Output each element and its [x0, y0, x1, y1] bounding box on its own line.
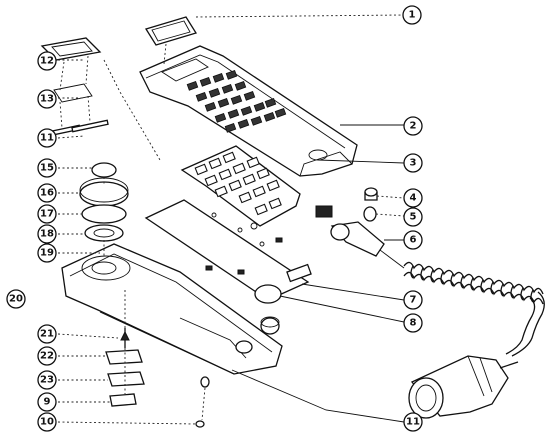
svg-text:11: 11: [406, 417, 420, 428]
part-1-label-plate: [144, 16, 198, 46]
callout-18: 18: [37, 224, 57, 244]
callout-6: 6: [403, 230, 423, 250]
part-21-screw: [120, 328, 130, 348]
svg-text:4: 4: [410, 193, 417, 204]
callout-1: 1: [402, 5, 422, 25]
callout-10: 10: [37, 412, 57, 432]
svg-text:13: 13: [40, 94, 54, 105]
svg-text:17: 17: [40, 209, 54, 220]
callout-13: 13: [37, 89, 57, 109]
svg-text:9: 9: [44, 397, 51, 408]
speaker-stack: [79, 162, 129, 242]
rubber-keypad: [180, 145, 301, 227]
part-6-strain-relief: [330, 221, 385, 257]
callout-23: 23: [37, 370, 57, 390]
svg-text:2: 2: [410, 121, 417, 132]
callout-5: 5: [403, 207, 423, 227]
part-10-bottom-screws: [195, 376, 210, 428]
callout-19: 19: [37, 243, 57, 263]
svg-text:18: 18: [40, 229, 54, 240]
callout-15: 15: [37, 158, 57, 178]
part-13-bracket: [53, 55, 93, 103]
svg-text:23: 23: [40, 375, 54, 386]
svg-text:16: 16: [40, 188, 54, 199]
keypad-keys-upper: [186, 69, 287, 133]
part-2-upper-housing: [139, 45, 358, 177]
modular-plug: [408, 355, 519, 419]
callout-21: 21: [37, 324, 57, 344]
svg-text:15: 15: [40, 163, 54, 174]
svg-text:12: 12: [40, 56, 54, 67]
callout-4: 4: [403, 188, 423, 208]
keypad-keys-rubber: [194, 151, 282, 216]
coiled-cord: [379, 249, 545, 357]
svg-text:19: 19: [40, 248, 54, 259]
part-15-earpiece: [91, 162, 117, 178]
callout-11-left: 11: [37, 128, 57, 148]
svg-text:7: 7: [410, 295, 417, 306]
svg-text:21: 21: [40, 329, 54, 340]
callout-16: 16: [37, 183, 57, 203]
svg-text:5: 5: [410, 212, 417, 223]
part-5-cap: [363, 206, 377, 222]
svg-text:3: 3: [410, 158, 417, 169]
callout-12: 12: [37, 51, 57, 71]
circuit-board: [144, 199, 310, 301]
callouts: 1 2 3 4 5 6 7 8 11 12 13 11 15 16 17 18 …: [6, 5, 423, 432]
svg-text:20: 20: [9, 294, 23, 305]
callout-22: 22: [37, 346, 57, 366]
callout-2: 2: [403, 116, 423, 136]
svg-text:6: 6: [410, 235, 417, 246]
callout-3: 3: [403, 153, 423, 173]
callout-9: 9: [37, 392, 57, 412]
svg-text:10: 10: [40, 417, 54, 428]
part-9-pad: [109, 393, 137, 407]
svg-text:22: 22: [40, 351, 54, 362]
callout-8: 8: [403, 313, 423, 333]
part-18-ring: [84, 224, 124, 242]
part-22-plate: [105, 349, 143, 365]
part-4-screw: [364, 187, 378, 201]
svg-text:1: 1: [409, 10, 416, 21]
leader-lines: [57, 14, 405, 425]
part-8-mic: [254, 284, 282, 335]
callout-11-right: 11: [403, 412, 423, 432]
part-17-gasket: [81, 204, 127, 224]
callout-20: 20: [6, 289, 26, 309]
lower-housing: [61, 243, 283, 375]
part-23-plate: [107, 371, 145, 387]
callout-17: 17: [37, 204, 57, 224]
connector-jack: [286, 205, 333, 283]
callout-7: 7: [403, 290, 423, 310]
svg-text:8: 8: [410, 318, 417, 329]
svg-text:11: 11: [40, 133, 54, 144]
